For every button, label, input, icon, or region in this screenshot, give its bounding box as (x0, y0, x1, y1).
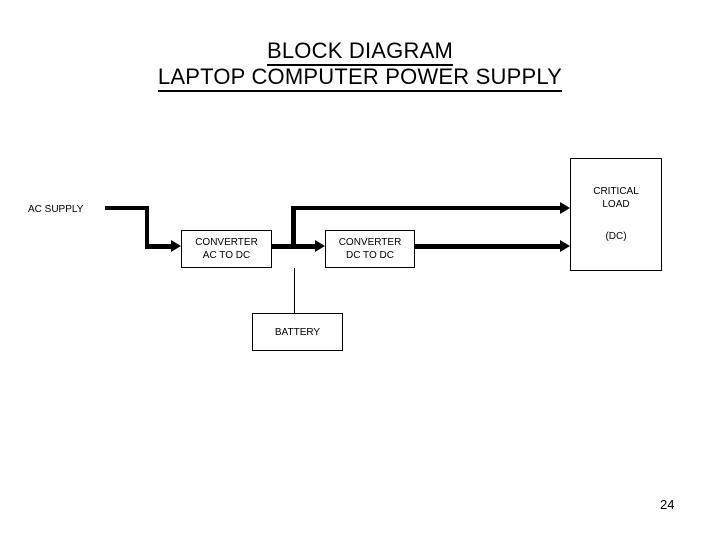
wire-dc-bus-to-critical-load (291, 206, 562, 210)
title-line-1-text: BLOCK DIAGRAM (267, 38, 453, 66)
wire-ac-supply-horizontal (105, 206, 149, 210)
block-converter-ac-to-dc: CONVERTER AC TO DC (181, 230, 272, 268)
block-critical-load: CRITICAL LOAD (DC) (570, 158, 662, 271)
block-battery: BATTERY (252, 313, 343, 351)
block-critical-load-line3: (DC) (605, 231, 627, 242)
wire-ac-supply-to-converter (145, 244, 173, 249)
wire-dc-bus-to-battery (294, 268, 295, 314)
wire-ac-supply-vertical (145, 206, 149, 248)
arrowhead-into-converter-dc-dc (315, 240, 325, 252)
block-critical-load-line1: CRITICAL (593, 186, 639, 197)
block-converter-ac-to-dc-line2: AC TO DC (202, 250, 251, 261)
block-converter-ac-to-dc-line1: CONVERTER (195, 237, 258, 248)
arrowhead-into-critical-load-top (560, 202, 570, 214)
arrowhead-into-critical-load-bottom (560, 240, 570, 252)
page-number: 24 (660, 497, 675, 512)
title-line-1: BLOCK DIAGRAM (0, 38, 720, 66)
block-critical-load-line2: LOAD (602, 199, 630, 210)
block-converter-dc-to-dc: CONVERTER DC TO DC (325, 230, 415, 268)
title-line-2: LAPTOP COMPUTER POWER SUPPLY (0, 64, 720, 92)
block-converter-dc-to-dc-line1: CONVERTER (338, 237, 402, 248)
title-line-2-text: LAPTOP COMPUTER POWER SUPPLY (157, 64, 563, 92)
ac-supply-label: AC SUPPLY (28, 204, 84, 215)
wire-dc-bus-riser (291, 206, 296, 249)
slide-title: BLOCK DIAGRAM LAPTOP COMPUTER POWER SUPP… (0, 38, 720, 92)
block-converter-dc-to-dc-line2: DC TO DC (346, 250, 394, 261)
block-battery-line1: BATTERY (274, 326, 321, 338)
wire-dcdc-to-critical-load (415, 244, 562, 249)
arrowhead-into-converter-ac-dc (171, 240, 181, 252)
